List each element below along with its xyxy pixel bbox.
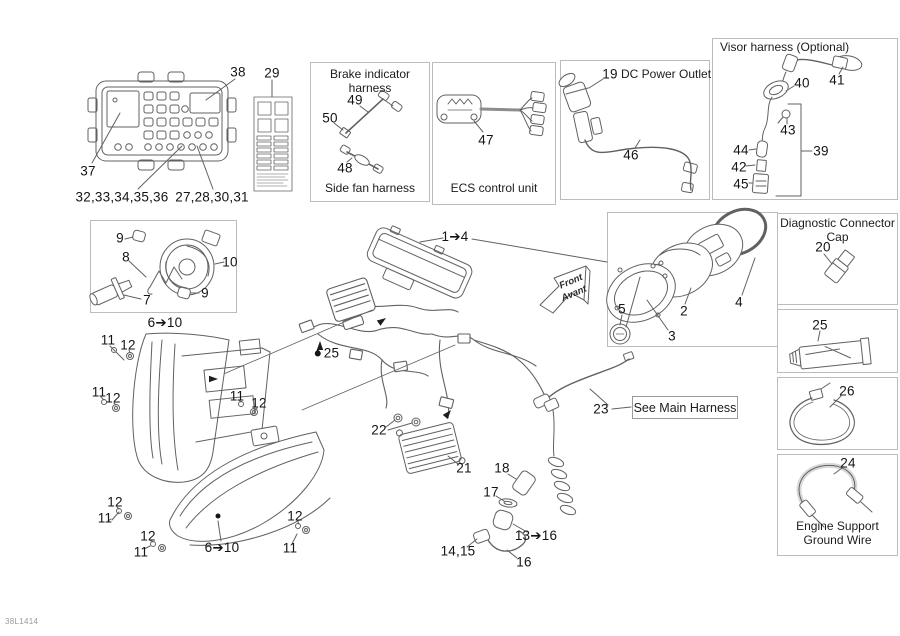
ground-wire-title-2: Ground Wire xyxy=(803,533,872,547)
side-fan-harness-title: Side fan harness xyxy=(324,181,416,195)
callout-12: 12 xyxy=(107,494,123,510)
callout-44: 44 xyxy=(733,142,749,158)
callout-48: 48 xyxy=(337,160,353,176)
box-dc-power-outlet xyxy=(560,60,710,200)
drawing-code: 38L1414 xyxy=(5,617,39,626)
callout-9: 9 xyxy=(116,230,124,246)
callout-11: 11 xyxy=(229,388,245,404)
box-brake-fan-harness xyxy=(310,62,430,202)
callout-37: 37 xyxy=(80,163,96,179)
plug-cap-drawing xyxy=(466,397,577,559)
callout-45: 45 xyxy=(733,176,749,192)
callout-18: 18 xyxy=(494,460,510,476)
callout-12: 12 xyxy=(105,390,121,406)
ground-wire-title-1: Engine Support xyxy=(796,519,879,533)
callout-38: 38 xyxy=(230,64,246,80)
callout-11: 11 xyxy=(133,544,149,560)
callout-6-10: 6➔10 xyxy=(204,540,240,555)
callout-3: 3 xyxy=(668,328,676,344)
callout-26: 26 xyxy=(839,383,855,399)
box-headlight-bulb xyxy=(90,220,237,313)
callout-1-4: 1➔4 xyxy=(441,229,469,244)
callout-11: 11 xyxy=(97,510,113,526)
box-grease-tube xyxy=(777,309,898,373)
callout-11: 11 xyxy=(91,384,107,400)
callout-40: 40 xyxy=(794,75,810,91)
bulb-parts-drawing xyxy=(89,229,225,306)
callout-32-33-34-35-36: 32,33,34,35,36 xyxy=(75,189,169,205)
brake-harness-title: Brake indicator harness xyxy=(329,67,411,95)
callout-6-10: 6➔10 xyxy=(147,315,183,330)
callout-42: 42 xyxy=(731,159,747,175)
callout-12: 12 xyxy=(140,528,156,544)
dc-outlet-title: DC Power Outlet xyxy=(621,67,712,81)
gauge-cluster-drawing xyxy=(366,225,608,299)
callout-7: 7 xyxy=(143,292,151,308)
callout-27-28-30-31: 27,28,30,31 xyxy=(175,189,249,205)
fuse-legend-card-drawing xyxy=(253,96,293,192)
callout-12: 12 xyxy=(251,395,267,411)
right-column-parts-drawing xyxy=(789,249,873,528)
callout-5: 5 xyxy=(618,301,626,317)
callout-12: 12 xyxy=(120,337,136,353)
callout-41: 41 xyxy=(829,72,845,88)
gauge-exploded-drawing xyxy=(606,207,768,345)
callout-29: 29 xyxy=(264,65,280,81)
front-direction-arrow: Front Avant xyxy=(539,265,591,314)
callout-39: 39 xyxy=(813,143,829,159)
callout-22: 22 xyxy=(371,422,387,438)
brake-fan-harness-drawing xyxy=(333,89,403,174)
callout-24: 24 xyxy=(840,455,856,471)
box-ecs-control-unit xyxy=(432,62,556,205)
callout-13-16: 13➔16 xyxy=(514,528,558,543)
box-ground-wire xyxy=(777,454,898,556)
callout-10: 10 xyxy=(222,254,238,270)
dc-outlet-drawing xyxy=(558,72,698,194)
callout-11: 11 xyxy=(100,332,116,348)
box-visor-harness xyxy=(712,38,898,200)
fuse-box-drawing xyxy=(87,71,273,190)
visor-harness-drawing xyxy=(745,53,863,197)
callout-16: 16 xyxy=(516,554,532,570)
callout-11: 11 xyxy=(282,540,298,556)
callout-19: 19 xyxy=(602,66,618,82)
callout-4: 4 xyxy=(735,294,743,310)
see-main-harness-label: See Main Harness xyxy=(633,400,737,415)
pointer-markers xyxy=(209,318,451,419)
callout-21: 21 xyxy=(456,460,472,476)
ecs-unit-drawing xyxy=(436,90,547,137)
callout-14-15: 14,15 xyxy=(440,543,476,559)
see-main-harness-box: See Main Harness xyxy=(632,396,738,419)
callout-46: 46 xyxy=(623,147,639,163)
box-diagnostic-cap xyxy=(777,213,898,305)
ecs-title: ECS control unit xyxy=(450,181,538,195)
visor-title: Visor harness (Optional) xyxy=(720,40,850,54)
callout-49: 49 xyxy=(347,92,363,108)
headlight-drawing xyxy=(100,332,331,552)
callout-23: 23 xyxy=(593,401,609,417)
callout-9: 9 xyxy=(201,285,209,301)
callout-43: 43 xyxy=(780,122,796,138)
callout-17: 17 xyxy=(483,484,499,500)
callout-25: 25 xyxy=(313,346,339,361)
callout-2: 2 xyxy=(680,303,688,319)
callout-25: 25 xyxy=(812,317,828,333)
grease-drop-icon xyxy=(313,349,323,358)
callout-20: 20 xyxy=(815,239,831,255)
callout-12: 12 xyxy=(287,508,303,524)
diagnostic-cap-title: Diagnostic Connector Cap xyxy=(780,216,895,244)
callout-47: 47 xyxy=(478,132,494,148)
callout-8: 8 xyxy=(122,249,130,265)
regulator-drawing xyxy=(385,413,466,474)
box-cable-tie xyxy=(777,377,898,450)
main-harness-drawing xyxy=(211,277,545,419)
callout-50: 50 xyxy=(322,110,338,126)
